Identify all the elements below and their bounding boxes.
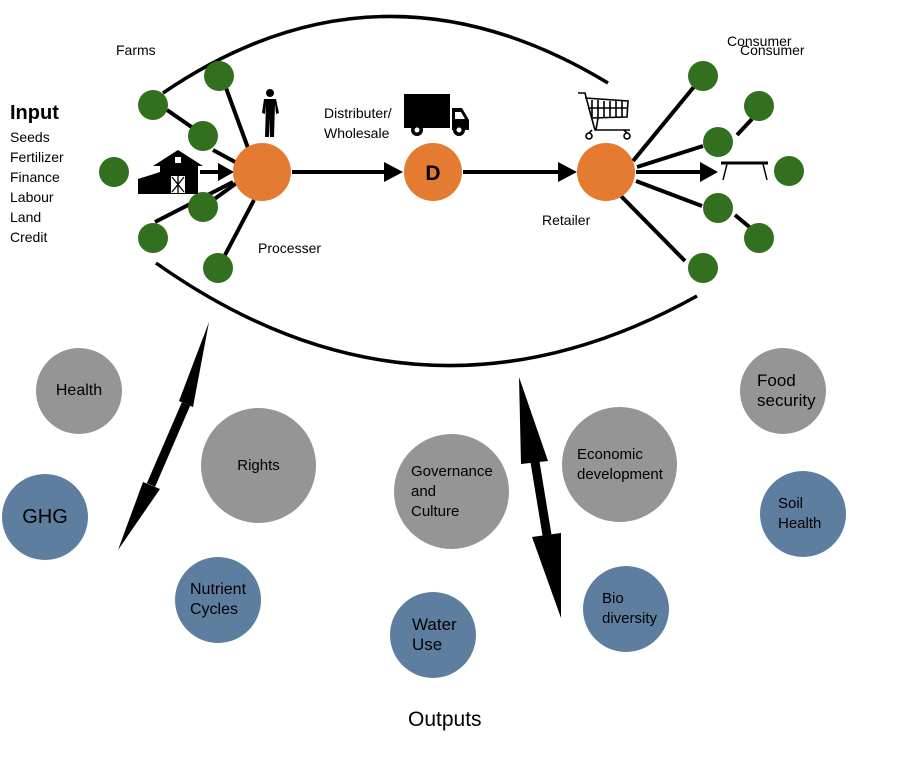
top-feedback-arc (162, 14, 609, 95)
outcome-nutrient-cycles: Nutrient Cycles (175, 557, 261, 643)
consumer-node (703, 127, 733, 157)
outcome-water-use-label: Water Use (412, 615, 457, 654)
input-item: Land (10, 209, 42, 225)
consumer-node (688, 253, 718, 283)
outcome-health: Health (36, 348, 122, 434)
table-icon (721, 161, 768, 181)
barn-icon (138, 150, 203, 194)
input-item: Credit (10, 229, 48, 245)
farm-node (204, 61, 234, 91)
outcome-health-label: Health (55, 382, 103, 399)
farm-node (138, 90, 168, 120)
distributor-label: Distributer/ Wholesale (324, 105, 392, 141)
farm-node (203, 253, 233, 283)
consumer-node (744, 223, 774, 253)
farm-nodes (99, 61, 234, 283)
delivery-truck-icon (404, 94, 469, 136)
outcome-food-security: Food security (740, 348, 826, 434)
input-title: Input (10, 102, 59, 124)
consumer-nodes (688, 61, 804, 283)
arrowhead-to-distributor (384, 162, 403, 182)
outcome-water-use: Water Use (390, 592, 476, 678)
processor-node (233, 143, 291, 201)
outcome-soil-health-label: Soil Health (778, 495, 822, 532)
outcome-economic-development-label: Economic development (577, 445, 663, 483)
farms-label: Farms (116, 42, 156, 58)
outcome-rights: Rights (201, 408, 316, 523)
input-item: Labour (10, 189, 54, 205)
double-arrow-right (519, 377, 561, 618)
outcome-governance-culture-label: Governance and Culture (411, 462, 493, 520)
outcome-nutrient-cycles-label: Nutrient Cycles (189, 581, 247, 618)
double-arrow-left (118, 322, 209, 550)
shopping-cart-icon (578, 92, 631, 140)
farm-node (138, 223, 168, 253)
input-list: Seeds Fertilizer Finance Labour Land Cre… (10, 127, 64, 247)
consumer-node (744, 91, 774, 121)
arrowhead-barn-to-processor (218, 163, 234, 181)
input-item: Finance (10, 169, 60, 185)
farmer-person-icon (262, 89, 279, 137)
retailer-label: Retailer (542, 212, 591, 228)
outcome-food-security-label: Food security (757, 371, 816, 410)
outcome-biodiversity: Bio diversity (583, 566, 669, 652)
distributor-node-letter: D (425, 162, 440, 185)
distributor-node (404, 143, 462, 201)
retailer-node (577, 143, 635, 201)
consumer-label: Consumer (727, 33, 792, 49)
outcome-rights-label: Rights (237, 456, 280, 474)
outputs-label: Outputs (408, 708, 482, 731)
arrowhead-to-consumer (700, 162, 718, 182)
consumer-node (774, 156, 804, 186)
consumer-node (688, 61, 718, 91)
consumer-label-duplicate: Consumer (740, 42, 805, 58)
input-item: Fertilizer (10, 149, 64, 165)
flow-edges (200, 75, 755, 263)
outcome-ghg: GHG (2, 474, 88, 560)
farm-node (188, 121, 218, 151)
farm-node (188, 192, 218, 222)
consumer-node (703, 193, 733, 223)
input-item: Seeds (10, 129, 50, 145)
outcome-biodiversity-label: Bio diversity (602, 590, 658, 627)
farm-node (99, 157, 129, 187)
outcome-soil-health: Soil Health (760, 471, 846, 557)
outcome-economic-development: Economic development (562, 407, 677, 522)
bottom-feedback-arc (154, 261, 698, 368)
processor-label: Processer (258, 240, 322, 256)
outcome-ghg-label: GHG (22, 506, 68, 528)
arrowhead-to-retailer (558, 162, 577, 182)
outcome-governance-culture: Governance and Culture (394, 434, 509, 549)
